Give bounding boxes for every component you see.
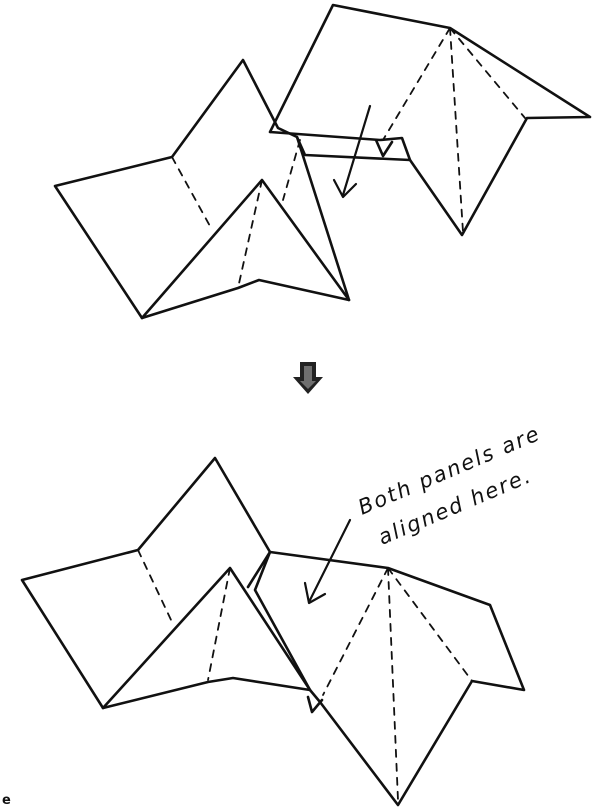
valley-fold-line: [388, 568, 472, 681]
corner-label: e: [2, 793, 11, 808]
valley-fold-line: [283, 140, 300, 200]
left-panel-outline: [22, 458, 310, 708]
valley-fold-line: [172, 157, 211, 228]
valley-fold-line: [383, 28, 450, 140]
step-after-figure: Both panels are aligned here.: [22, 421, 544, 805]
valley-fold-line: [138, 550, 172, 622]
small-flap: [308, 697, 322, 712]
front-triangle-outline: [103, 568, 310, 708]
valley-fold-line: [388, 568, 398, 800]
fold-direction-arrow: [334, 106, 370, 197]
valley-fold-line: [238, 180, 262, 288]
valley-fold-line: [450, 28, 463, 232]
valley-fold-line: [323, 568, 388, 695]
down-arrow-icon: [293, 362, 323, 394]
connector-outline: [297, 137, 410, 160]
step-before-figure: [55, 5, 590, 318]
left-panel-outline: [55, 60, 349, 318]
small-flap: [376, 140, 392, 156]
valley-fold-line: [208, 568, 230, 680]
valley-fold-line: [450, 28, 525, 118]
aligned-panel-outline: [248, 552, 524, 805]
